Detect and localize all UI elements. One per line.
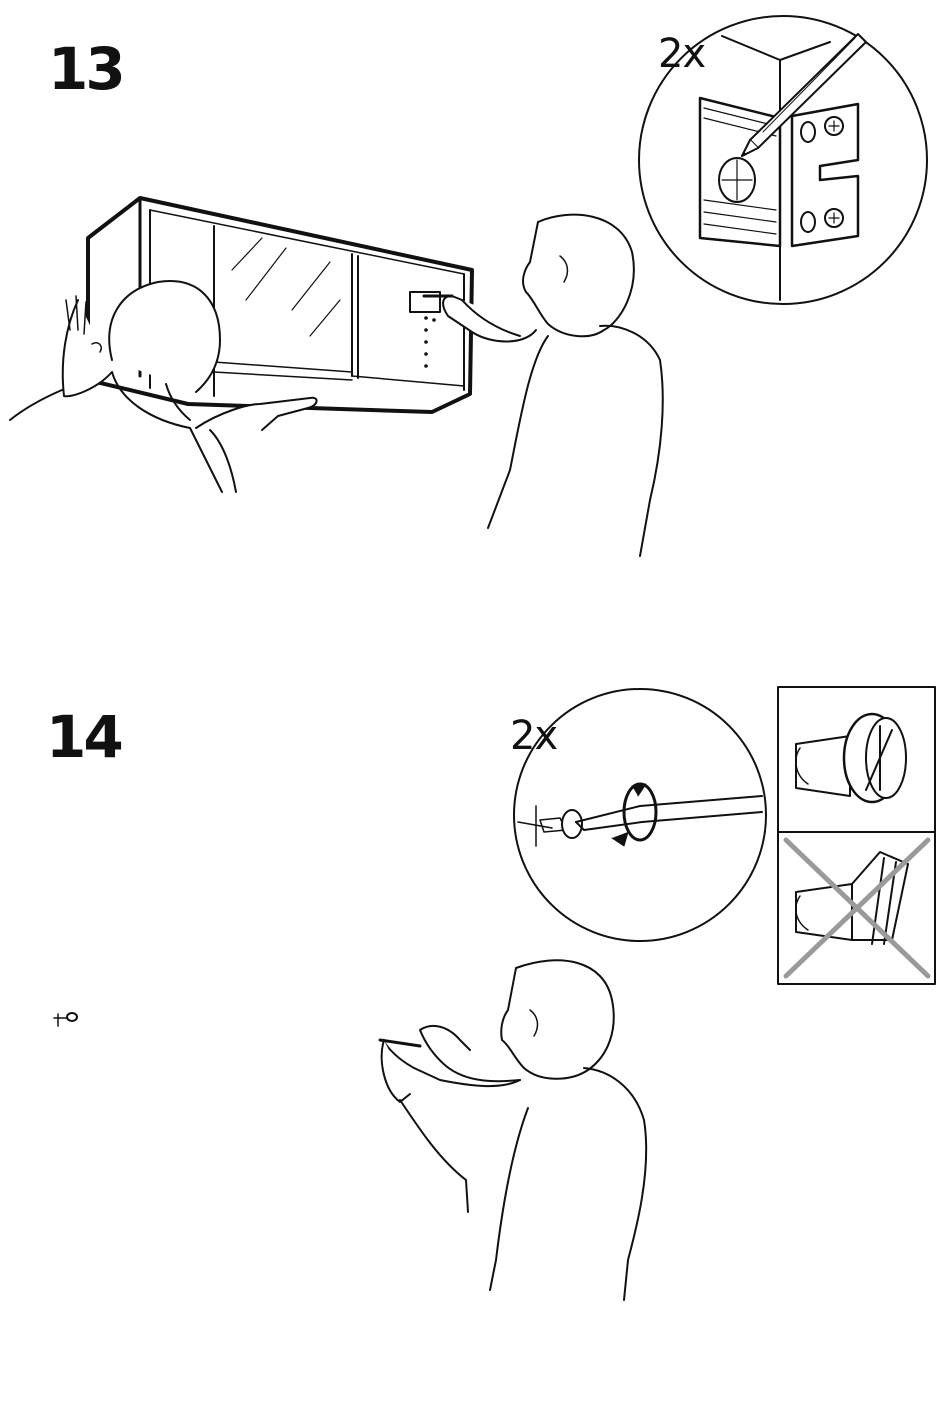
screw-comparison-box xyxy=(778,687,935,984)
person-screwing xyxy=(380,960,646,1300)
wall-plug-icon xyxy=(54,1013,77,1026)
step-14-detail-circle xyxy=(514,689,766,941)
screwdriver-icon xyxy=(576,796,762,830)
rotation-arrow-icon xyxy=(612,784,656,846)
screw-correct-icon xyxy=(796,714,906,802)
